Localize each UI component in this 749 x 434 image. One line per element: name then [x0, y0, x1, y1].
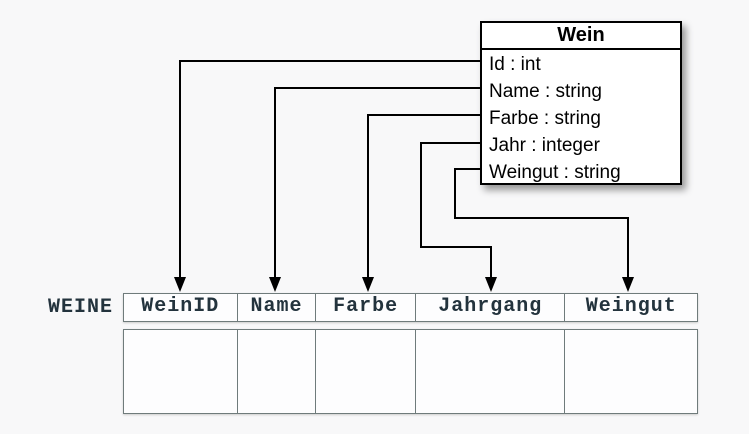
- mapping-arrow-name-to-name: [274, 87, 480, 277]
- column-header-name: Name: [236, 294, 316, 321]
- table-header-row: WeinID Name Farbe Jahrgang Weingut: [123, 293, 698, 322]
- arrowhead-id-to-weinid: [174, 277, 186, 292]
- table-empty-row: [123, 329, 698, 414]
- arrowhead-name-to-name: [269, 277, 281, 292]
- column-header-jahrgang: Jahrgang: [415, 294, 564, 321]
- arrowhead-weingut-to-weingut: [622, 277, 634, 292]
- class-attribute-farbe: Farbe : string: [489, 108, 601, 129]
- column-header-weinid: WeinID: [141, 295, 220, 318]
- column-header-farbe: Farbe: [315, 294, 415, 321]
- mapping-arrow-id-to-weinid: [179, 60, 480, 277]
- class-title: Wein: [482, 23, 680, 50]
- mapping-arrow-weingut-to-weingut: [454, 168, 629, 277]
- empty-cell-jahrgang: [415, 330, 564, 413]
- arrowhead-jahr-to-jahrgang: [485, 277, 497, 292]
- class-box-wein: Wein Id : int Name : string Farbe : stri…: [480, 21, 682, 185]
- class-attribute-name: Name : string: [489, 81, 602, 102]
- mapping-arrow-jahr-to-jahrgang: [420, 142, 492, 277]
- column-header-weingut: Weingut: [564, 294, 697, 321]
- arrowhead-farbe-to-farbe: [362, 277, 374, 292]
- empty-cell-weingut: [564, 330, 697, 413]
- class-attribute-id: Id : int: [489, 54, 541, 75]
- class-attribute-weingut: Weingut : string: [489, 162, 621, 183]
- empty-cell-farbe: [315, 330, 415, 413]
- class-attribute-jahr: Jahr : integer: [489, 135, 600, 156]
- empty-cell-weinid: [124, 330, 237, 413]
- mapping-arrow-farbe-to-farbe: [367, 114, 480, 277]
- empty-cell-name: [236, 330, 316, 413]
- class-attribute-list: Id : int Name : string Farbe : string Ja…: [482, 50, 680, 186]
- table-name-label: WEINE: [47, 296, 113, 319]
